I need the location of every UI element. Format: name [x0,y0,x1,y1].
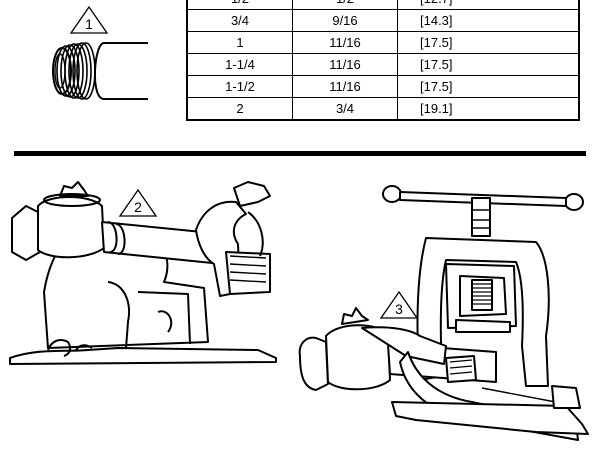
table-row: 1-1/4 11/16 [17.5] [186,53,580,76]
warning-triangle-icon [69,5,109,34]
table-row: 2 3/4 [19.1] [186,97,580,121]
step-3-number: 3 [395,301,403,317]
thread-length-inch-cell: 3/4 [292,97,398,121]
thread-length-mm-cell: [12.7] [397,0,580,10]
pipe-size-cell: 1-1/4 [186,53,293,76]
section-divider [14,151,586,156]
table-row: 1-1/2 11/16 [17.5] [186,75,580,98]
thread-length-inch-cell: 11/16 [292,53,398,76]
yoke-vise-with-wrench-icon [298,185,589,441]
step-1-badge: 1 [69,5,109,35]
pipe-vise-with-wrench-icon [9,181,277,365]
step-1-number: 1 [85,16,93,32]
warning-triangle-icon [379,290,419,319]
thread-length-inch-cell: 9/16 [292,9,398,32]
thread-length-mm-cell: [17.5] [397,75,580,98]
thread-length-inch-cell: 1/2 [292,0,398,10]
thread-length-mm-cell: [19.1] [397,97,580,121]
pipe-size-cell: 1-1/2 [186,75,293,98]
step-2-number: 2 [134,199,142,215]
thread-length-mm-cell: [17.5] [397,53,580,76]
threaded-pipe-end-icon [52,42,148,100]
thread-length-inch-cell: 11/16 [292,31,398,54]
warning-triangle-icon [118,188,158,217]
pipe-size-cell: 3/4 [186,9,293,32]
yoke-vise-wrench-illustration [296,176,596,448]
table-row: 3/4 9/16 [14.3] [186,9,580,32]
table-row: 1/2 1/2 [12.7] [186,0,580,10]
thread-length-mm-cell: [14.3] [397,9,580,32]
vise-wrench-illustration [8,172,280,368]
thread-length-inch-cell: 11/16 [292,75,398,98]
threaded-pipe-illustration [44,40,154,110]
pipe-size-cell: 2 [186,97,293,121]
step-3-badge: 3 [379,290,419,320]
pipe-size-cell: 1 [186,31,293,54]
thread-length-table: 1/2 1/2 [12.7] 3/4 9/16 [14.3] 1 11/16 [… [186,0,580,121]
step-2-badge: 2 [118,188,158,218]
pipe-size-cell: 1/2 [186,0,293,10]
table-row: 1 11/16 [17.5] [186,31,580,54]
thread-length-mm-cell: [17.5] [397,31,580,54]
